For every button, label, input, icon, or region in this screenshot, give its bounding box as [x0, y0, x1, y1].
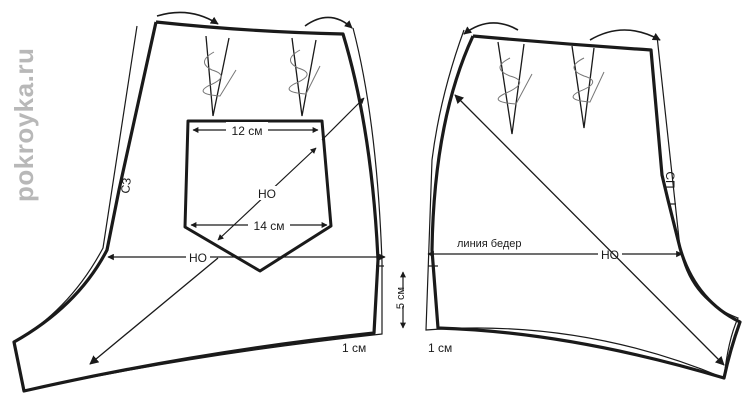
back-grain-extension — [321, 97, 365, 141]
front-hip-line-label: линия бедер — [457, 238, 522, 250]
back-waist-arrow-right — [304, 16, 353, 29]
front-piece-contour — [430, 34, 742, 380]
watermark-text: pokroyka.ru — [9, 48, 39, 202]
back-pocket-top-label: 12 см — [232, 124, 263, 138]
back-pocket-bottom-label: 14 см — [254, 219, 285, 233]
back-dart-left — [205, 35, 230, 117]
front-grain-line — [454, 94, 725, 366]
front-dart-left-scribble — [497, 57, 533, 105]
front-waist-arrow-right — [589, 29, 661, 41]
back-hem-label: 1 см — [342, 341, 366, 355]
back-crotch-grain-arrow — [89, 257, 219, 365]
front-waist-arrow-left — [463, 22, 519, 35]
back-hip-grain-label: НО — [189, 251, 207, 265]
back-height-label: 5 см — [395, 287, 407, 309]
front-piece-outer-contour — [425, 29, 739, 379]
back-pocket-outline — [183, 119, 333, 273]
front-hem-label: 1 см — [428, 341, 452, 355]
back-piece-contour — [12, 20, 380, 393]
front-dart-left — [497, 41, 525, 135]
back-pocket-grain-label: НО — [258, 187, 276, 201]
back-piece-outer-contour — [13, 25, 383, 392]
back-piece: 12 см 14 см НО НО СЗ 5 см 1 см — [12, 11, 419, 393]
front-piece: линия бедер НО СП 1 см — [425, 22, 742, 380]
back-dart-right — [291, 37, 317, 117]
back-seam-label: СЗ — [118, 177, 134, 194]
front-seam-label: СП — [663, 171, 677, 188]
back-waist-arrow-left — [156, 11, 219, 25]
back-dart-left-scribble — [202, 51, 237, 97]
back-dart-right-scribble — [288, 49, 321, 95]
